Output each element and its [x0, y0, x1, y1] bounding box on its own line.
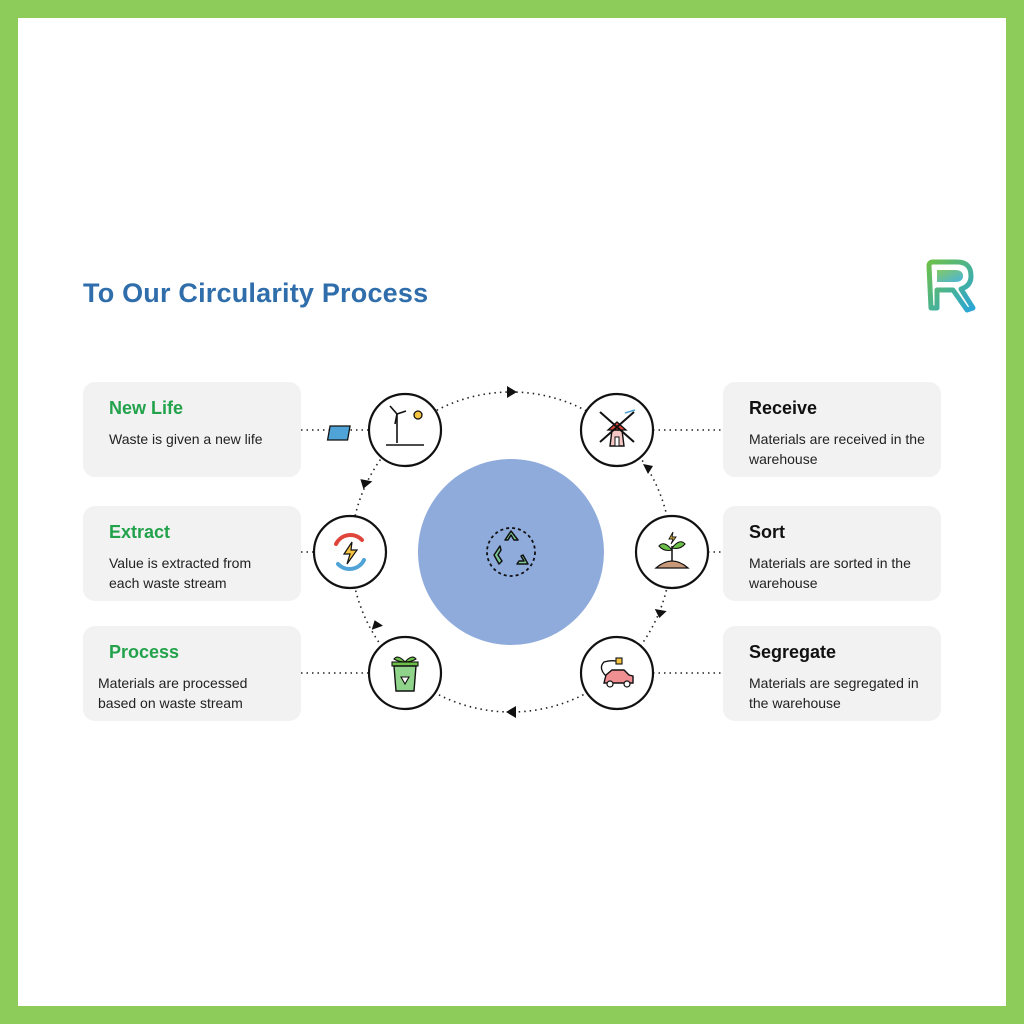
- cycle-ring: [350, 391, 672, 713]
- step-description: Materials are processed based on waste s…: [98, 675, 248, 711]
- card-connectors: [301, 429, 723, 674]
- step-card-segregate: Segregate Materials are segregated in th…: [723, 626, 941, 721]
- step-title: Receive: [749, 398, 818, 418]
- step-description: Materials are segregated in the warehous…: [749, 675, 919, 711]
- center-circle: [418, 459, 604, 645]
- step-description: Materials are received in the warehouse: [749, 431, 925, 467]
- step-card-extract: Extract Value is extracted from each was…: [83, 506, 301, 601]
- step-title: Segregate: [749, 642, 837, 662]
- step-card-sort: Sort Materials are sorted in the warehou…: [723, 506, 941, 601]
- leaf-r-logo: [926, 259, 976, 313]
- wind-solar-icon: [326, 392, 443, 468]
- step-title: New Life: [109, 398, 184, 418]
- step-title: Process: [109, 642, 180, 662]
- step-description: Materials are sorted in the warehouse: [749, 555, 911, 591]
- step-card-new-life: New Life Waste is given a new life: [83, 382, 301, 477]
- step-description: Value is extracted from each waste strea…: [109, 555, 252, 591]
- step-title: Extract: [109, 522, 171, 542]
- step-description: Waste is given a new life: [109, 431, 263, 447]
- sprout-icon: [634, 514, 710, 590]
- recycle-icon: [486, 527, 536, 577]
- windmill-icon: [579, 392, 655, 468]
- page-title: To Our Circularity Process: [83, 278, 429, 308]
- step-card-receive: Receive Materials are received in the wa…: [723, 382, 941, 477]
- cycle-arrows: [360, 386, 667, 718]
- electric-car-icon: [579, 635, 655, 711]
- energy-cycle-icon: [312, 514, 388, 590]
- recycle-bin-icon: [367, 635, 443, 711]
- page: To Our Circularity Process New Life Wast…: [18, 18, 1006, 1006]
- step-card-process: Process Materials are processed based on…: [83, 626, 301, 721]
- step-title: Sort: [749, 522, 785, 542]
